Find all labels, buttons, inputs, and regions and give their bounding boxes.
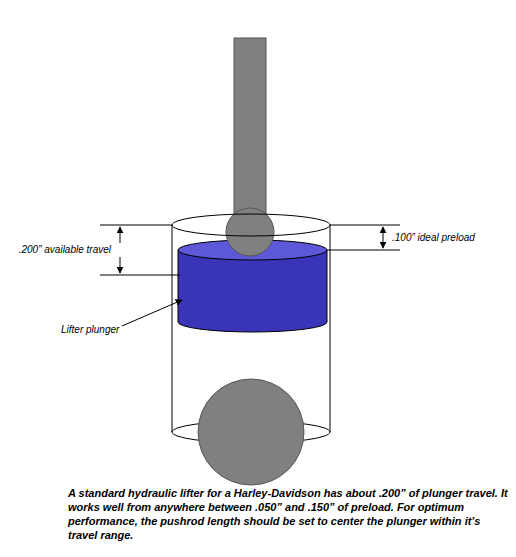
roller-ball — [198, 379, 304, 485]
dimension-label: .200” available travel — [18, 244, 112, 256]
part-label: Lifter plunger — [60, 324, 120, 336]
lifter-rim — [172, 214, 330, 236]
preload-dimension — [327, 225, 400, 250]
caption: A standard hydraulic lifter for a Harley… — [68, 486, 508, 542]
pushrod — [234, 38, 266, 228]
dimension-label: .100” ideal preload — [391, 232, 476, 244]
travel-dimension — [100, 225, 180, 275]
pushrod-ball — [226, 208, 274, 256]
leader-line — [122, 300, 182, 326]
